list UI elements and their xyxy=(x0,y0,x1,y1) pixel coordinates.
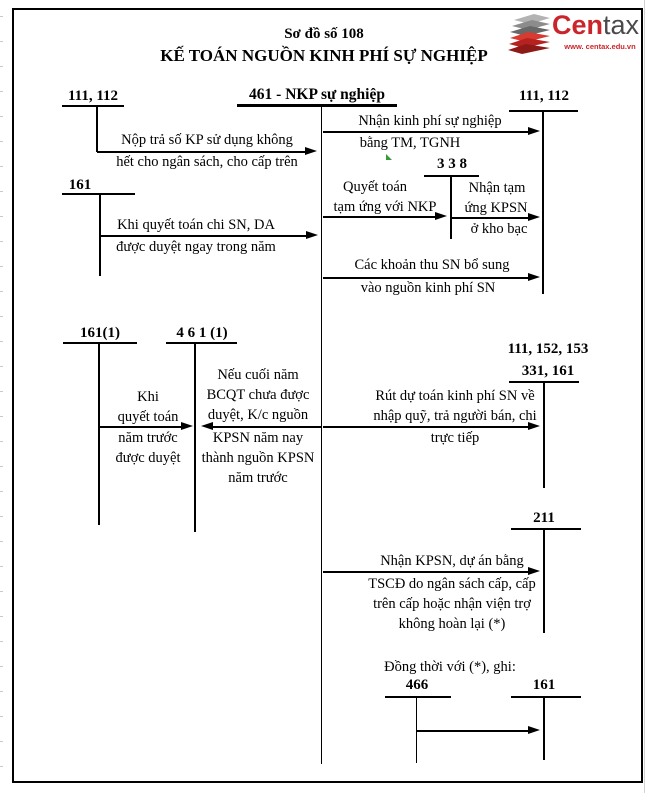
arrowhead-left-icon xyxy=(201,422,213,430)
logo-brand-cen: Cen xyxy=(552,10,604,40)
title-line1: Sơ đồ số 108 xyxy=(284,26,364,42)
account-underline xyxy=(62,105,124,107)
account-label-161: 161 xyxy=(68,177,92,193)
arrow-line xyxy=(323,426,528,428)
account-stem-line xyxy=(543,383,545,488)
account-underline xyxy=(509,381,579,383)
flow-label-nhan-tam-ung-line1: Nhận tạm xyxy=(468,180,526,196)
arrow-line xyxy=(97,151,305,153)
account-stem-line xyxy=(99,195,101,276)
flow-label-nhan-kpsn-tscd-line3: trên cấp hoặc nhận viện trợ xyxy=(373,596,531,612)
arrowhead-right-icon xyxy=(528,726,540,734)
arrowhead-right-icon xyxy=(528,567,540,575)
flow-label-neu-cuoi-nam-line2: BCQT chưa được xyxy=(206,387,310,403)
flow-label-neu-cuoi-nam-line4: KPSN năm nay xyxy=(212,430,304,446)
flow-label-cac-khoan-thu-line1: Các khoản thu SN bổ sung xyxy=(354,257,510,273)
flow-label-nop-tra-line1: Nộp trả số KP sử dụng không xyxy=(121,132,293,148)
arrowhead-right-icon xyxy=(528,213,540,221)
account-stem-line xyxy=(96,107,98,152)
account-stem-line xyxy=(194,344,196,532)
arrow-line xyxy=(323,277,528,279)
arrowhead-right-icon xyxy=(305,147,317,155)
account-stem-line xyxy=(543,698,545,760)
account-underline xyxy=(511,528,581,530)
arrow-line xyxy=(323,571,528,573)
account-underline xyxy=(424,175,479,177)
arrow-line xyxy=(100,235,306,237)
account-label-211: 211 xyxy=(533,510,555,526)
account-stem-line xyxy=(450,177,452,239)
logo-brand-text: Centax xyxy=(552,10,639,41)
flow-label-nhan-kinh-phi-line2: bằng TM, TGNH xyxy=(359,135,461,151)
arrowhead-right-icon xyxy=(435,212,447,220)
title-line2: KẾ TOÁN NGUỒN KINH PHÍ SỰ NGHIỆP xyxy=(160,46,488,65)
flow-label-nop-tra-line2: hết cho ngân sách, cho cấp trên xyxy=(116,154,298,170)
centax-logo: Centax www. centax.edu.vn xyxy=(506,10,642,55)
flow-label-neu-cuoi-nam-line3: duyệt, K/c nguồn xyxy=(207,407,309,423)
arrowhead-right-icon xyxy=(528,422,540,430)
flow-label-rut-du-toan-line1: Rút dự toán kinh phí SN về xyxy=(375,388,535,404)
flow-label-rut-du-toan-line2: nhập quỹ, trả người bán, chi xyxy=(373,408,537,424)
flow-label-rut-du-toan-line3: trực tiếp xyxy=(430,430,480,446)
account-stem-line xyxy=(542,112,544,294)
flow-label-khi-qt-nam-truoc-line1: Khi xyxy=(137,389,159,405)
arrow-line xyxy=(99,426,181,428)
flow-label-quyet-toan-tam-ung-line1: Quyết toán xyxy=(342,179,408,195)
arrowhead-right-icon xyxy=(528,273,540,281)
flow-label-quyet-toan-tam-ung-line2: tạm ứng với NKP xyxy=(333,199,437,215)
account-label-161-1: 161(1) xyxy=(80,325,120,341)
account-label-111-112-left: 111, 112 xyxy=(67,88,119,104)
flow-label-nhan-kinh-phi-line1: Nhận kinh phí sự nghiệp xyxy=(358,113,502,129)
arrowhead-right-icon xyxy=(181,422,193,430)
scan-green-artifact xyxy=(386,154,392,160)
flow-label-khi-qt-nam-truoc-line3: năm trước xyxy=(118,430,178,446)
account-underline xyxy=(63,342,137,344)
flow-label-khi-qt-nam-truoc-line4: được duyệt xyxy=(115,450,181,466)
arrow-line xyxy=(323,131,528,133)
flow-label-khi-quyet-toan-chi-line1: Khi quyết toán chi SN, DA xyxy=(117,217,275,233)
logo-website-url: www. centax.edu.vn xyxy=(564,42,636,51)
account-label-111-152-153: 111, 152, 153 xyxy=(507,341,589,357)
flow-label-nhan-tam-ung-line2: ứng KPSN xyxy=(464,200,528,216)
flow-label-dong-thoi: Đồng thời với (*), ghi: xyxy=(384,659,516,675)
flow-label-neu-cuoi-nam-line5: thành nguồn KPSN xyxy=(201,450,315,466)
flow-label-nhan-kpsn-tscd-line2: TSCĐ do ngân sách cấp, cấp xyxy=(368,576,536,592)
account-label-461-1: 4 6 1 (1) xyxy=(176,325,228,341)
account-underline xyxy=(509,110,578,112)
flow-label-khi-quyet-toan-chi-line2: được duyệt ngay trong năm xyxy=(116,239,276,255)
flow-label-nhan-kpsn-tscd-line4: không hoàn lại (*) xyxy=(398,616,506,632)
account-underline xyxy=(62,193,135,195)
arrowhead-right-icon xyxy=(306,231,318,239)
flow-label-nhan-tam-ung-line3: ở kho bạc xyxy=(470,221,528,237)
arrow-line xyxy=(213,426,322,428)
account-underline xyxy=(511,696,581,698)
flow-label-cac-khoan-thu-line2: vào nguồn kinh phí SN xyxy=(360,280,496,296)
page-edge-line xyxy=(644,0,645,793)
flow-label-neu-cuoi-nam-line1: Nếu cuối năm xyxy=(217,367,299,383)
flow-label-khi-qt-nam-truoc-line2: quyết toán xyxy=(117,409,179,425)
account-stem-line xyxy=(98,344,100,525)
account-label-466: 466 xyxy=(405,677,429,693)
account-underline xyxy=(166,342,237,344)
account-underline xyxy=(385,696,451,698)
arrow-line xyxy=(452,217,528,219)
account-stem-line-461 xyxy=(320,106,323,764)
account-label-161-bottom: 161 xyxy=(532,677,556,693)
flow-label-nhan-kpsn-tscd-line1: Nhận KPSN, dự án bằng xyxy=(380,553,524,569)
arrow-line xyxy=(416,730,528,732)
account-underline xyxy=(237,104,397,107)
account-label-461-nkp: 461 - NKP sự nghiệp xyxy=(249,86,385,103)
arrow-line xyxy=(323,216,435,218)
scan-edge-artifact xyxy=(0,16,3,780)
logo-layers-icon xyxy=(508,14,550,54)
account-label-111-112-right: 111, 112 xyxy=(518,88,570,104)
account-label-338: 3 3 8 xyxy=(437,156,467,172)
diagram-border-frame xyxy=(12,8,643,783)
account-stem-line xyxy=(543,530,545,633)
account-label-331-161: 331, 161 xyxy=(521,363,575,379)
flow-label-neu-cuoi-nam-line6: năm trước xyxy=(228,470,288,486)
logo-brand-tax: tax xyxy=(603,10,640,40)
arrowhead-right-icon xyxy=(528,127,540,135)
